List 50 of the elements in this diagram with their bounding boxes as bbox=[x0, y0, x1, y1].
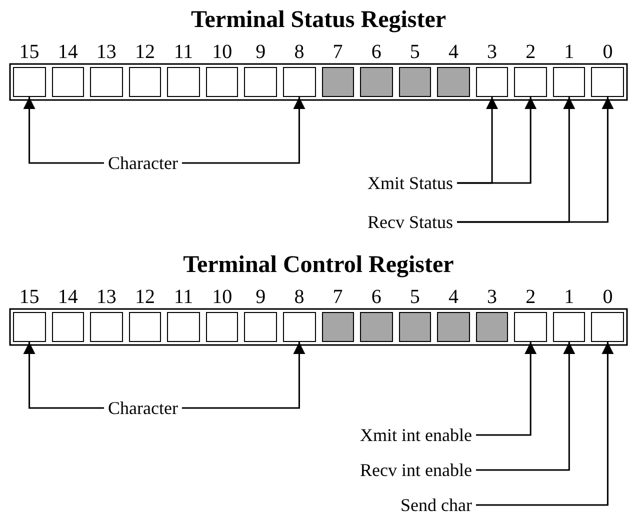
bit-number: 7 bbox=[332, 285, 343, 309]
bit-number: 14 bbox=[58, 40, 78, 64]
register-title: Terminal Control Register bbox=[183, 251, 454, 279]
bit-number: 0 bbox=[602, 285, 613, 309]
leader-arrow bbox=[182, 97, 306, 164]
field-label: Send char bbox=[400, 494, 472, 516]
bit-number: 1 bbox=[564, 285, 574, 309]
bit-number: 7 bbox=[332, 40, 343, 64]
bit-number: 8 bbox=[294, 40, 304, 64]
leader-arrow bbox=[476, 342, 537, 436]
bit-number: 6 bbox=[371, 285, 382, 309]
bit-number: 3 bbox=[487, 40, 498, 64]
bit-number: 15 bbox=[19, 40, 40, 64]
leader-arrow bbox=[476, 342, 576, 471]
bit-number: 11 bbox=[174, 40, 194, 64]
bit-number: 13 bbox=[96, 40, 116, 64]
bit-number: 5 bbox=[410, 40, 420, 64]
leader-arrow bbox=[457, 97, 537, 184]
leader-arrow bbox=[476, 342, 614, 506]
bit-number: 14 bbox=[58, 285, 78, 309]
leader-arrow bbox=[182, 342, 306, 409]
bit-number: 1 bbox=[564, 40, 574, 64]
leader-arrow bbox=[23, 97, 104, 164]
field-label: Recv int enable bbox=[360, 459, 472, 481]
field-label: Recv Status bbox=[368, 211, 453, 233]
bit-number: 9 bbox=[256, 40, 266, 64]
leader-arrow bbox=[457, 97, 614, 223]
bit-number: 15 bbox=[19, 285, 40, 309]
field-label: Xmit Status bbox=[367, 172, 453, 194]
bit-number: 8 bbox=[294, 285, 304, 309]
bit-number: 12 bbox=[134, 285, 155, 309]
bit-number: 6 bbox=[371, 40, 382, 64]
bit-number: 11 bbox=[174, 285, 194, 309]
register-title: Terminal Status Register bbox=[190, 6, 446, 34]
bit-number: 4 bbox=[448, 40, 458, 64]
bit-number: 10 bbox=[212, 285, 232, 309]
leader-arrow bbox=[23, 342, 104, 409]
bit-number: 13 bbox=[96, 285, 116, 309]
bit-number: 4 bbox=[448, 285, 458, 309]
bit-number: 10 bbox=[212, 40, 232, 64]
bit-number: 0 bbox=[602, 40, 613, 64]
bit-number: 12 bbox=[134, 40, 155, 64]
field-label: Character bbox=[108, 397, 178, 419]
field-label: Xmit int enable bbox=[360, 424, 472, 446]
bit-number: 5 bbox=[410, 285, 420, 309]
bit-number: 2 bbox=[526, 40, 536, 64]
bit-number: 9 bbox=[256, 285, 266, 309]
field-label: Character bbox=[108, 152, 178, 174]
bit-number: 2 bbox=[526, 285, 536, 309]
bit-number: 3 bbox=[487, 285, 498, 309]
